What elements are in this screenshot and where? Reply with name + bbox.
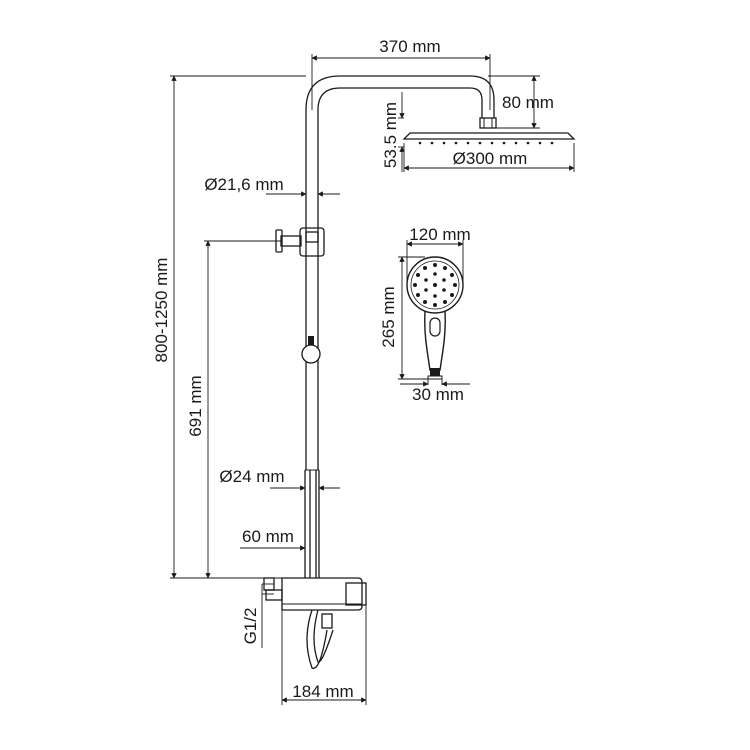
hand-head-width-label: 120 mm xyxy=(409,225,470,244)
slider-height-label: 691 mm xyxy=(186,375,205,436)
arm-length-label: 370 mm xyxy=(379,37,440,56)
rain-shower-head xyxy=(402,117,576,145)
total-height-label: 800-1250 mm xyxy=(152,258,171,363)
hand-handle-width-label: 30 mm xyxy=(412,385,464,404)
dimension-lines xyxy=(170,54,575,705)
hose-outlet-knob xyxy=(301,336,321,364)
dimension-labels: 370 mm 80 mm 53.5 mm Ø300 mm Ø21,6 mm 12… xyxy=(152,37,554,701)
lower-pipe-diameter-label: Ø24 mm xyxy=(219,467,284,486)
head-diameter-label: Ø300 mm xyxy=(453,149,528,168)
arm-drop-label: 80 mm xyxy=(502,93,554,112)
slider-holder xyxy=(275,227,325,257)
mixer-offset-label: 60 mm xyxy=(242,527,294,546)
shower-hose xyxy=(306,470,334,669)
nozzle-row xyxy=(418,141,554,145)
upper-pipe-diameter-label: Ø21,6 mm xyxy=(204,175,283,194)
hand-shower-nozzles xyxy=(413,263,457,307)
thread-label: G1/2 xyxy=(241,608,260,645)
hand-length-label: 265 mm xyxy=(379,286,398,347)
head-thickness-label: 53.5 mm xyxy=(381,102,400,168)
hand-shower xyxy=(406,256,464,380)
mixer-depth-label: 184 mm xyxy=(292,682,353,701)
